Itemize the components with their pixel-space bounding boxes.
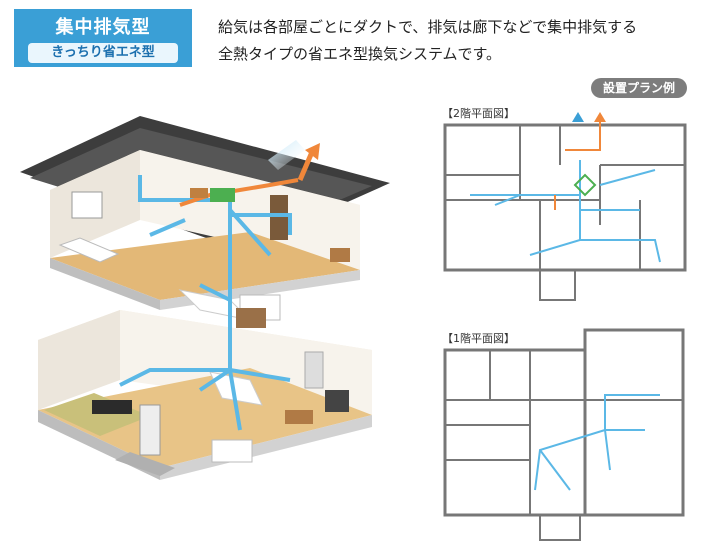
- description: 給気は各部屋ごとにダクトで、排気は廊下などで集中排気する 全熱タイプの省エネ型換…: [218, 14, 688, 68]
- floor1-label: 【1階平面図】: [442, 332, 515, 345]
- floor2-exhaust-arrow-icon: [594, 112, 606, 122]
- floor1-ducts: [534, 394, 660, 491]
- page-subtitle: きっちり省エネ型: [28, 43, 178, 63]
- title-block: 集中排気型 きっちり省エネ型: [14, 9, 192, 67]
- floor2-exhaust: [554, 120, 601, 210]
- page-title: 集中排気型: [55, 17, 151, 38]
- supply-ducts: [119, 175, 292, 431]
- intake-air-icon: [268, 140, 305, 170]
- ventilation-unit-icon: [210, 188, 235, 202]
- exhaust-ducts: [179, 178, 299, 207]
- floor2-plan: [443, 123, 687, 301]
- floor2-label: 【2階平面図】: [442, 107, 515, 120]
- second-floor: [50, 150, 360, 328]
- first-floor: [38, 310, 372, 480]
- description-line-2: 全熱タイプの省エネ型換気システムです。: [218, 45, 502, 63]
- plan-example-badge: 設置プラン例: [591, 78, 687, 98]
- house-roof: [20, 116, 390, 250]
- floor2-unit-icon: [573, 173, 597, 197]
- exhaust-fan-icon: [190, 188, 208, 198]
- floor1-plan: [443, 328, 685, 541]
- description-line-1: 給気は各部屋ごとにダクトで、排気は廊下などで集中排気する: [218, 18, 638, 36]
- floor2-ducts: [470, 160, 661, 263]
- exhaust-arrow-icon: [297, 143, 320, 181]
- floor2-intake-arrow-icon: [572, 112, 584, 122]
